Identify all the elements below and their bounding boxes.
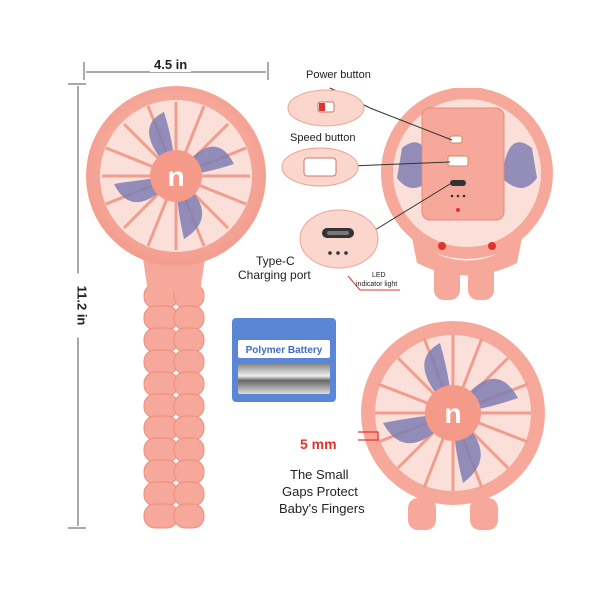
gap-caption-line2: Gaps Protect: [282, 484, 358, 499]
logo-letter: n: [167, 161, 184, 192]
fan-gap-view: n: [358, 321, 545, 530]
battery-cell: [238, 364, 330, 394]
gap-measure-label: 5 mm: [300, 436, 337, 452]
gap-caption-line3: Baby's Fingers: [279, 501, 365, 516]
speed-button-label: Speed button: [290, 132, 356, 144]
battery-label-box: Polymer Battery: [238, 340, 330, 358]
svg-text:n: n: [444, 398, 461, 429]
gap-caption-line1: The Small: [290, 467, 349, 482]
type-c-label-line1: Type-C: [256, 254, 295, 268]
speed-button-zoom: [281, 147, 359, 187]
fan-front-view: n: [86, 86, 266, 529]
power-button-label: Power button: [306, 69, 371, 81]
battery-panel: Polymer Battery: [232, 318, 336, 402]
tripod-legs: [143, 283, 205, 529]
power-button-zoom: [287, 89, 365, 127]
led-label-line1: LED: [372, 272, 386, 279]
type-c-label-line2: Charging port: [238, 268, 311, 282]
led-label-line2: indicator light: [356, 281, 398, 288]
battery-label: Polymer Battery: [245, 345, 323, 356]
width-dimension-label: 4.5 in: [150, 57, 192, 72]
type-c-port-zoom: [299, 209, 379, 269]
